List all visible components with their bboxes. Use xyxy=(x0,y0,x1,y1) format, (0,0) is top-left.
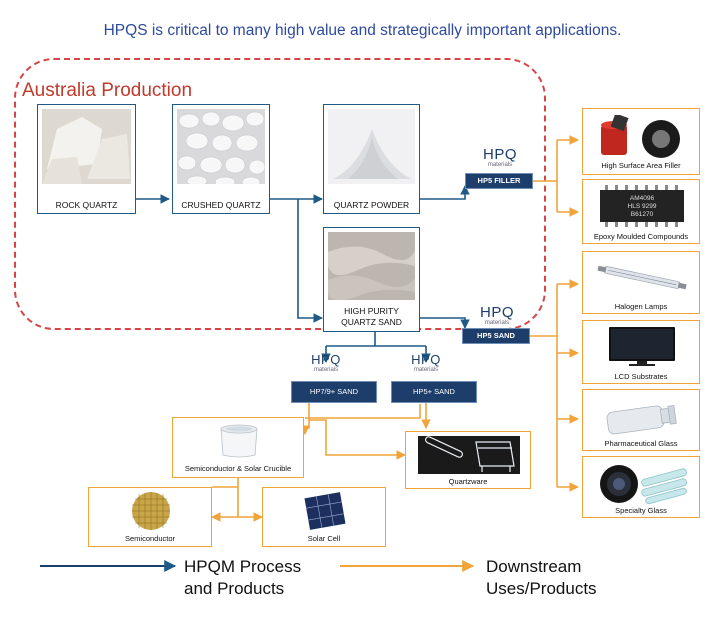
hpq-logo-sub: materials xyxy=(313,367,339,373)
lcd-monitor-image xyxy=(609,327,675,366)
specialty-use-label: Specialty Glass xyxy=(615,506,667,515)
hp7-sand-badge: HP7/9+ SAND xyxy=(291,381,377,403)
epoxy-use-label: Epoxy Moulded Compounds xyxy=(593,232,689,241)
high-purity-sand-label: HIGH PURITY QUARTZ SAND xyxy=(324,303,419,331)
sand-label-line2: QUARTZ SAND xyxy=(341,317,402,327)
quartzware-use-box: Quartzware xyxy=(405,431,531,489)
rock-quartz-label: ROCK QUARTZ xyxy=(38,197,135,213)
filler-use-label: High Surface Area Filler xyxy=(601,161,681,170)
pharma-use-label: Pharmaceutical Glass xyxy=(604,439,678,448)
lens-and-tubes-image xyxy=(600,465,687,504)
quartzware-image xyxy=(418,436,520,474)
hp5-sand-badge: HP5 SAND xyxy=(462,328,530,344)
legend-downstream-label: Downstream Uses/Products xyxy=(486,557,597,598)
wafer-image xyxy=(132,492,170,530)
hpq-logo-sub: materials xyxy=(487,162,513,168)
sand-image xyxy=(328,232,415,300)
hpq-logo-sub: materials xyxy=(413,367,439,373)
crucible-image xyxy=(220,424,258,458)
crucible-use-label: Semiconductor & Solar Crucible xyxy=(184,464,292,473)
crushed-quartz-box: CRUSHED QUARTZ xyxy=(172,104,270,214)
pharma-use-box: Pharmaceutical Glass xyxy=(582,389,700,451)
hp5-filler-badge: HP5 FILLER xyxy=(465,173,533,189)
crucible-use-box: Semiconductor & Solar Crucible xyxy=(172,417,304,478)
region-title: Australia Production xyxy=(22,80,193,101)
quartzware-use-label: Quartzware xyxy=(448,477,488,486)
hpq-logo-sub: materials xyxy=(484,320,510,326)
hpq-logo-text: HPQ xyxy=(479,304,514,321)
rock-quartz-box: ROCK QUARTZ xyxy=(37,104,136,214)
rock-quartz-image xyxy=(42,109,131,184)
epoxy-use-box: AM4096 HLS 9299 B61270 Epoxy Moulded Com… xyxy=(582,179,700,244)
solar-cell-image xyxy=(304,492,346,530)
hpq-logo: HPQ materials xyxy=(405,352,447,373)
specialty-use-box: Specialty Glass xyxy=(582,456,700,518)
chip-text-line3: B61270 xyxy=(631,211,654,218)
quartz-powder-box: QUARTZ POWDER xyxy=(323,104,420,214)
lcd-use-label: LCD Substrates xyxy=(614,372,668,381)
crushed-quartz-image xyxy=(177,109,265,184)
hpq-logo-text: HPQ xyxy=(311,352,341,367)
hpq-logo: HPQ materials xyxy=(470,147,530,168)
halogen-use-label: Halogen Lamps xyxy=(614,302,668,311)
chip-text-line2: HLS 9299 xyxy=(628,203,657,210)
hp5-plus-sand-badge: HP5+ SAND xyxy=(391,381,477,403)
halogen-lamp-image xyxy=(597,265,687,290)
glass-vial-image xyxy=(606,405,677,435)
halogen-use-box: Halogen Lamps xyxy=(582,251,700,314)
chip-image: AM4096 HLS 9299 B61270 xyxy=(600,185,684,227)
semiconductor-use-box: Semiconductor xyxy=(88,487,212,547)
filler-use-box: High Surface Area Filler xyxy=(582,108,700,175)
solar-use-box: Solar Cell xyxy=(262,487,386,547)
crushed-quartz-label: CRUSHED QUARTZ xyxy=(173,197,269,213)
legend-process-label: HPQM Process and Products xyxy=(184,557,302,598)
hpq-logo-text: HPQ xyxy=(411,352,441,367)
semiconductor-use-label: Semiconductor xyxy=(124,534,176,543)
chip-text-line1: AM4096 xyxy=(630,195,655,202)
quartz-powder-label: QUARTZ POWDER xyxy=(324,197,419,213)
lcd-use-box: LCD Substrates xyxy=(582,320,700,384)
paint-and-tyre-image xyxy=(601,115,680,158)
high-purity-sand-box: HIGH PURITY QUARTZ SAND xyxy=(323,227,420,332)
headline: HPQS is critical to many high value and … xyxy=(103,22,622,39)
hpq-logo: HPQ materials xyxy=(305,352,347,373)
australia-production-region xyxy=(14,58,546,330)
hpq-logo-text: HPQ xyxy=(482,146,517,163)
hpq-logo: HPQ materials xyxy=(467,305,527,326)
quartz-powder-image xyxy=(328,109,415,184)
sand-label-line1: HIGH PURITY xyxy=(344,306,399,316)
solar-use-label: Solar Cell xyxy=(307,534,341,543)
